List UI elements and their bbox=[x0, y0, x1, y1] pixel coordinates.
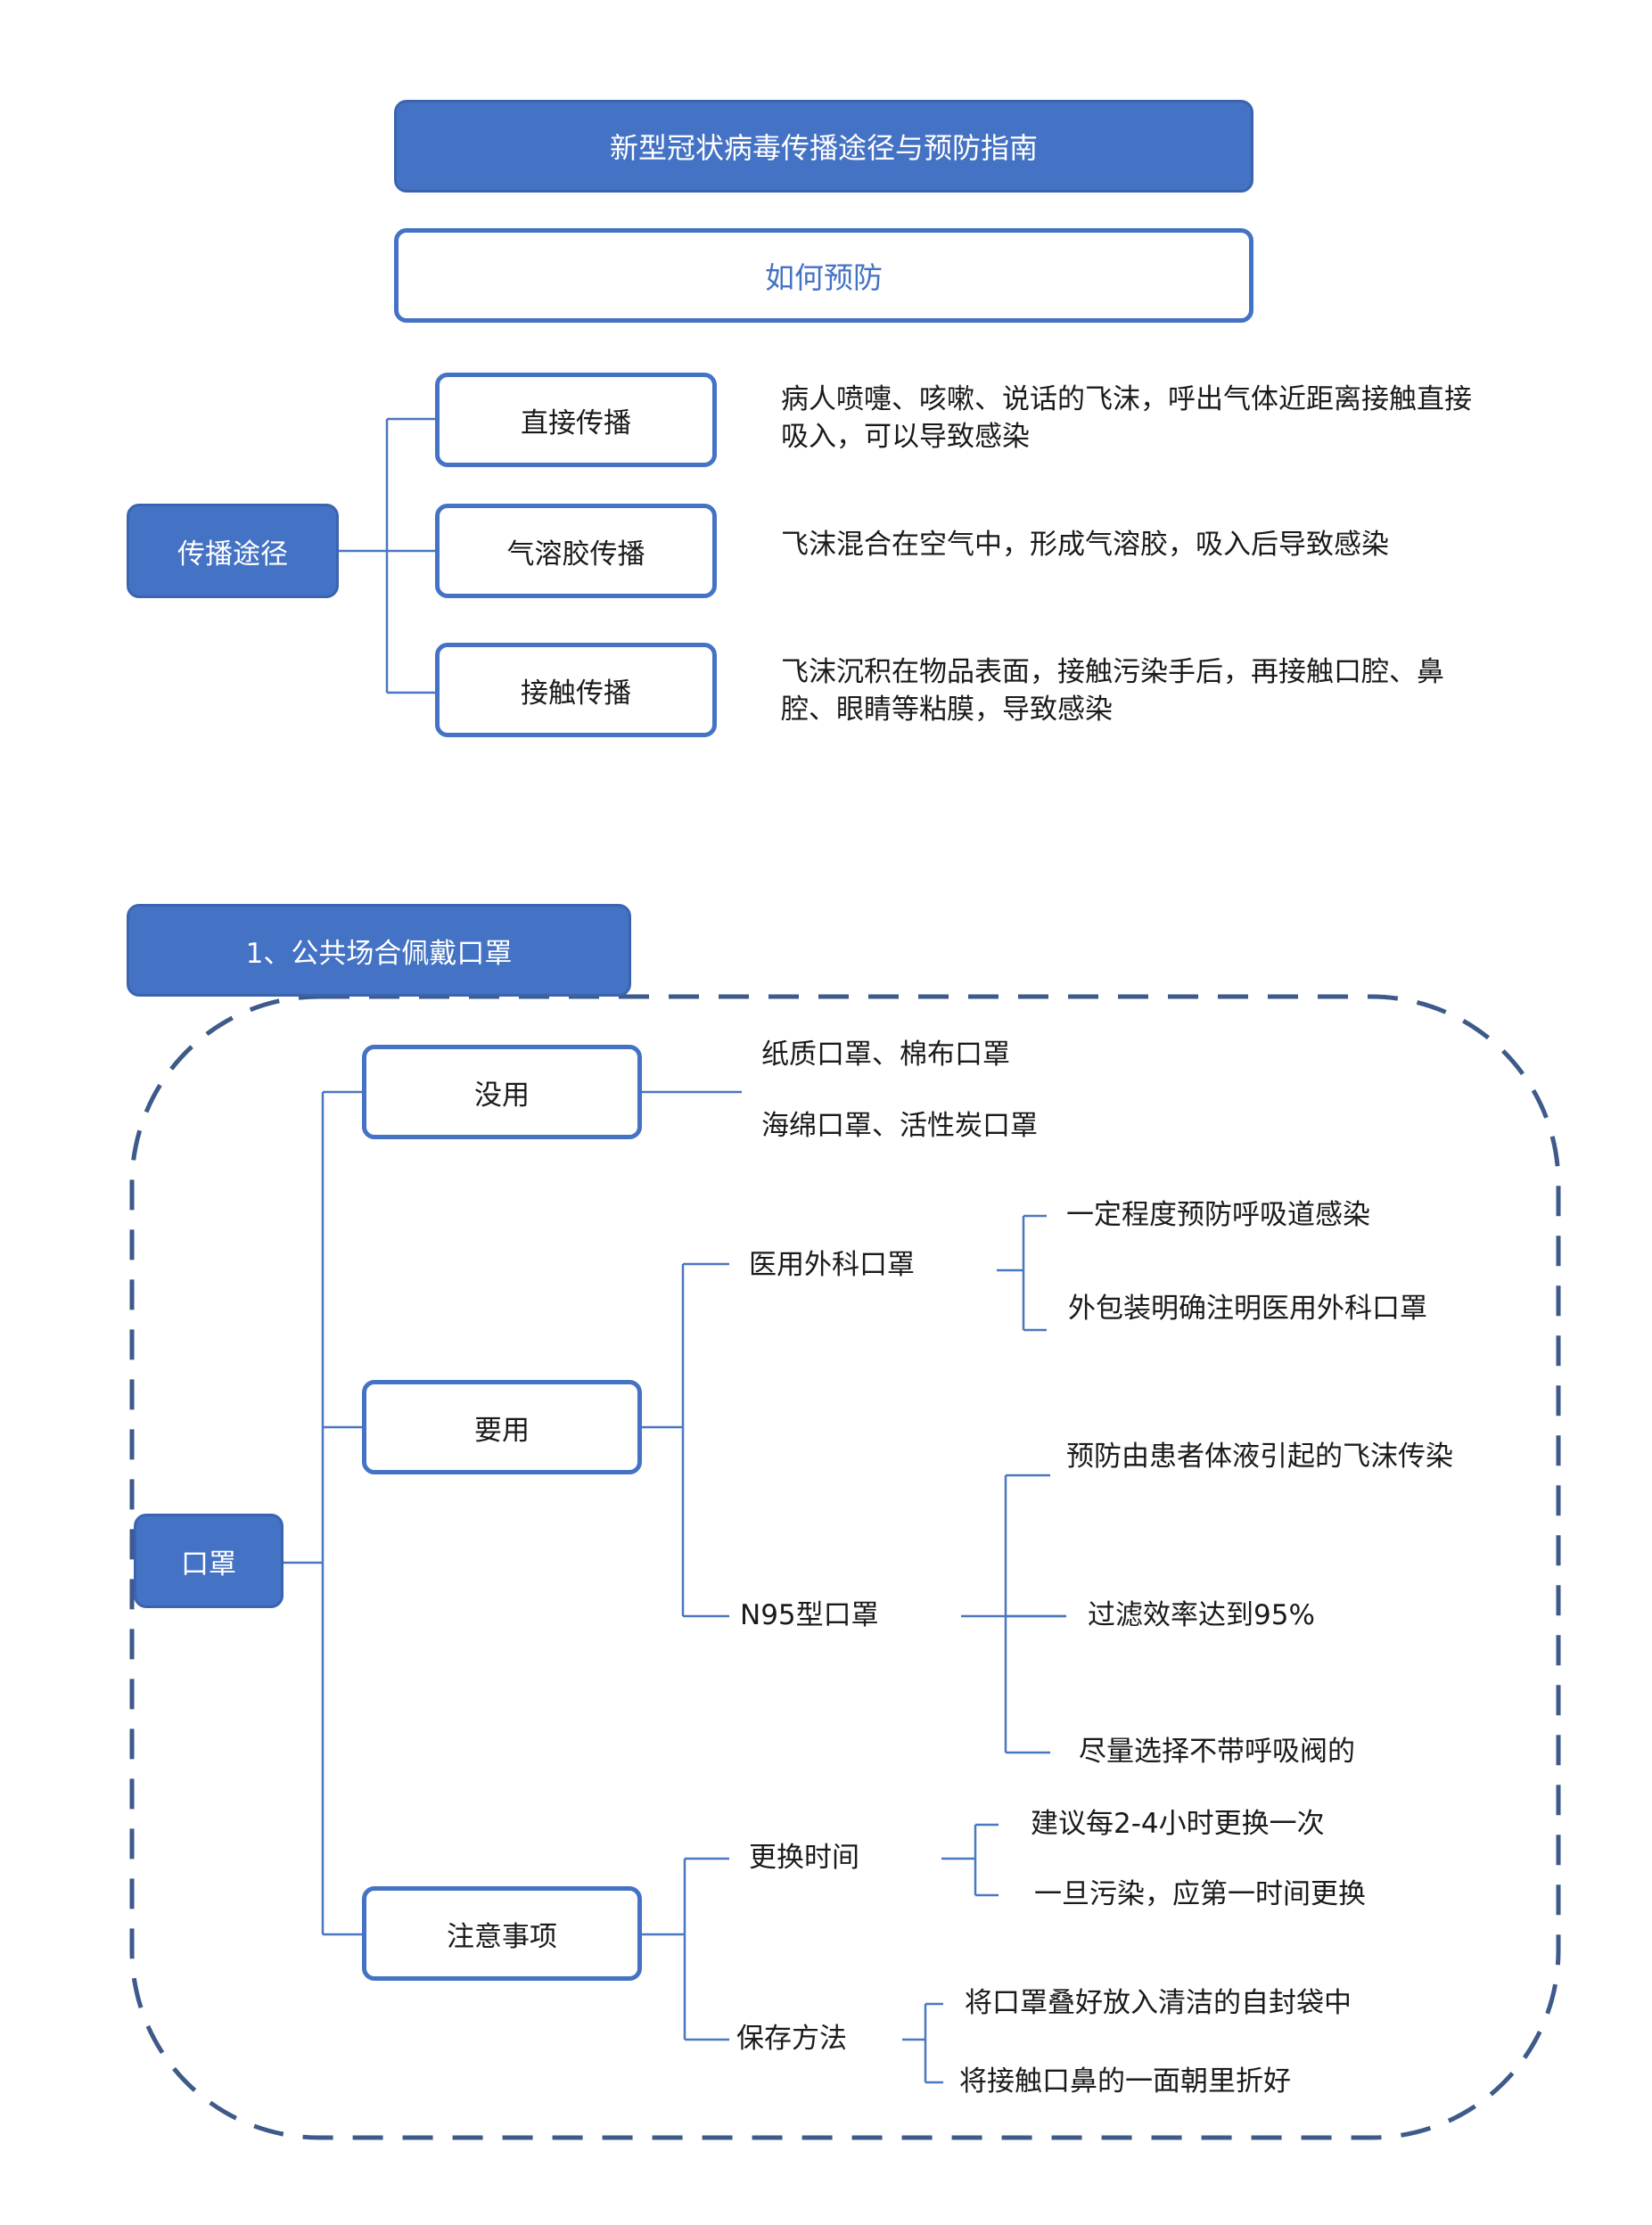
n95-item: 预防由患者体液引起的飞沫传染 bbox=[1066, 1441, 1453, 1473]
useless-item: 海绵口罩、活性炭口罩 bbox=[761, 1110, 1038, 1142]
route-direct-label: 直接传播 bbox=[521, 406, 631, 439]
route-aerosol-label: 气溶胶传播 bbox=[506, 538, 645, 571]
surgical-item: 外包装明确注明医用外科口罩 bbox=[1068, 1293, 1427, 1325]
route-aerosol-desc: 飞沫混合在空气中，形成气溶胶，吸入后导致感染 bbox=[781, 529, 1389, 561]
page-title: 新型冠状病毒传播途径与预防指南 bbox=[394, 100, 1253, 193]
useless-node: 没用 bbox=[362, 1045, 642, 1139]
subtitle-box: 如何预防 bbox=[394, 228, 1253, 323]
n95-item: 尽量选择不带呼吸阀的 bbox=[1079, 1736, 1355, 1768]
replace-time-label: 更换时间 bbox=[749, 1842, 859, 1874]
useful-node: 要用 bbox=[362, 1380, 642, 1474]
page-title-text: 新型冠状病毒传播途径与预防指南 bbox=[609, 131, 1038, 165]
route-direct: 直接传播 bbox=[435, 373, 717, 467]
mask-root: 口罩 bbox=[134, 1514, 284, 1608]
useful-label: 要用 bbox=[474, 1414, 530, 1447]
subtitle-text: 如何预防 bbox=[765, 260, 883, 295]
storage-item: 将口罩叠好放入清洁的自封袋中 bbox=[965, 1987, 1352, 2019]
replace-item: 一旦污染，应第一时间更换 bbox=[1034, 1878, 1366, 1910]
replace-item: 建议每2-4小时更换一次 bbox=[1031, 1808, 1325, 1840]
notes-label: 注意事项 bbox=[447, 1920, 557, 1953]
transmission-root-label: 传播途径 bbox=[177, 538, 288, 571]
useless-label: 没用 bbox=[474, 1079, 530, 1112]
transmission-root: 传播途径 bbox=[127, 504, 339, 598]
surgical-item: 一定程度预防呼吸道感染 bbox=[1066, 1199, 1370, 1231]
route-contact-desc: 飞沫沉积在物品表面，接触污染手后，再接触口腔、鼻腔、眼睛等粘膜，导致感染 bbox=[781, 656, 1444, 726]
mask-section-title-text: 1、公共场合佩戴口罩 bbox=[245, 937, 513, 970]
mask-root-label: 口罩 bbox=[181, 1548, 236, 1580]
n95-item: 过滤效率达到95% bbox=[1088, 1599, 1315, 1631]
storage-item: 将接触口鼻的一面朝里折好 bbox=[959, 2065, 1291, 2098]
useless-item: 纸质口罩、棉布口罩 bbox=[761, 1039, 1010, 1071]
route-direct-desc: 病人喷嚏、咳嗽、说话的飞沫，呼出气体近距离接触直接吸入，可以导致感染 bbox=[781, 383, 1472, 453]
mask-section-frame bbox=[129, 994, 1561, 2140]
surgical-mask-label: 医用外科口罩 bbox=[749, 1249, 915, 1281]
notes-node: 注意事项 bbox=[362, 1886, 642, 1981]
storage-method-label: 保存方法 bbox=[736, 2023, 847, 2055]
route-aerosol: 气溶胶传播 bbox=[435, 504, 717, 598]
mask-section-title: 1、公共场合佩戴口罩 bbox=[127, 904, 631, 997]
route-contact-label: 接触传播 bbox=[521, 677, 631, 710]
route-contact: 接触传播 bbox=[435, 643, 717, 737]
n95-mask-label: N95型口罩 bbox=[740, 1599, 879, 1631]
